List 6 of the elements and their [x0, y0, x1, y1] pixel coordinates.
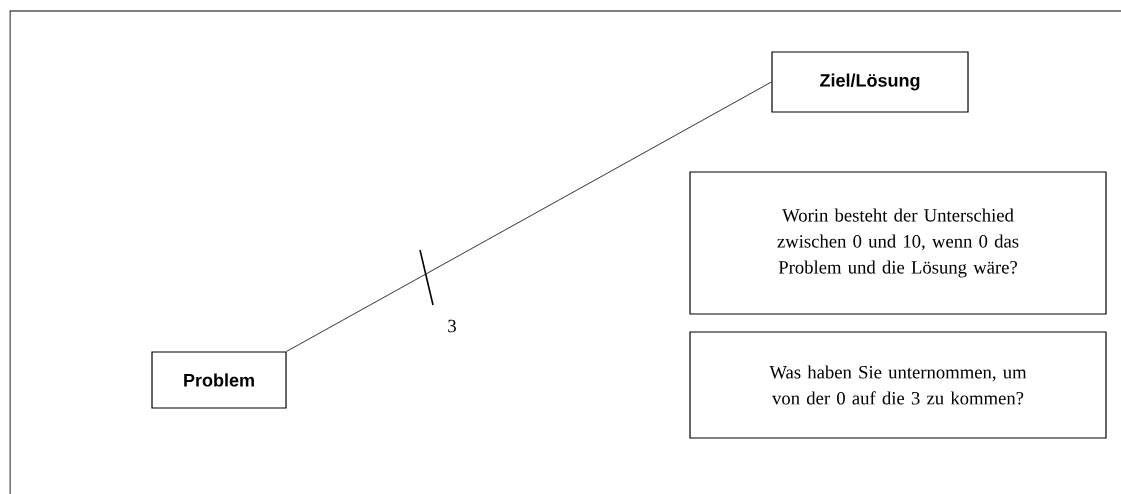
question-box: Was haben Sie unternommen, um von der 0 auf die 3 zu kommen?: [689, 331, 1107, 439]
connector-line: [286, 81, 772, 352]
label-box: Ziel/Lösung: [771, 51, 969, 113]
scale-number: 3: [448, 319, 456, 333]
question-box: Worin besteht der Unterschied zwischen 0 und 10, wenn 0 das Problem und die Lösung wäre?: [689, 171, 1107, 315]
label-box: Problem: [151, 351, 287, 409]
